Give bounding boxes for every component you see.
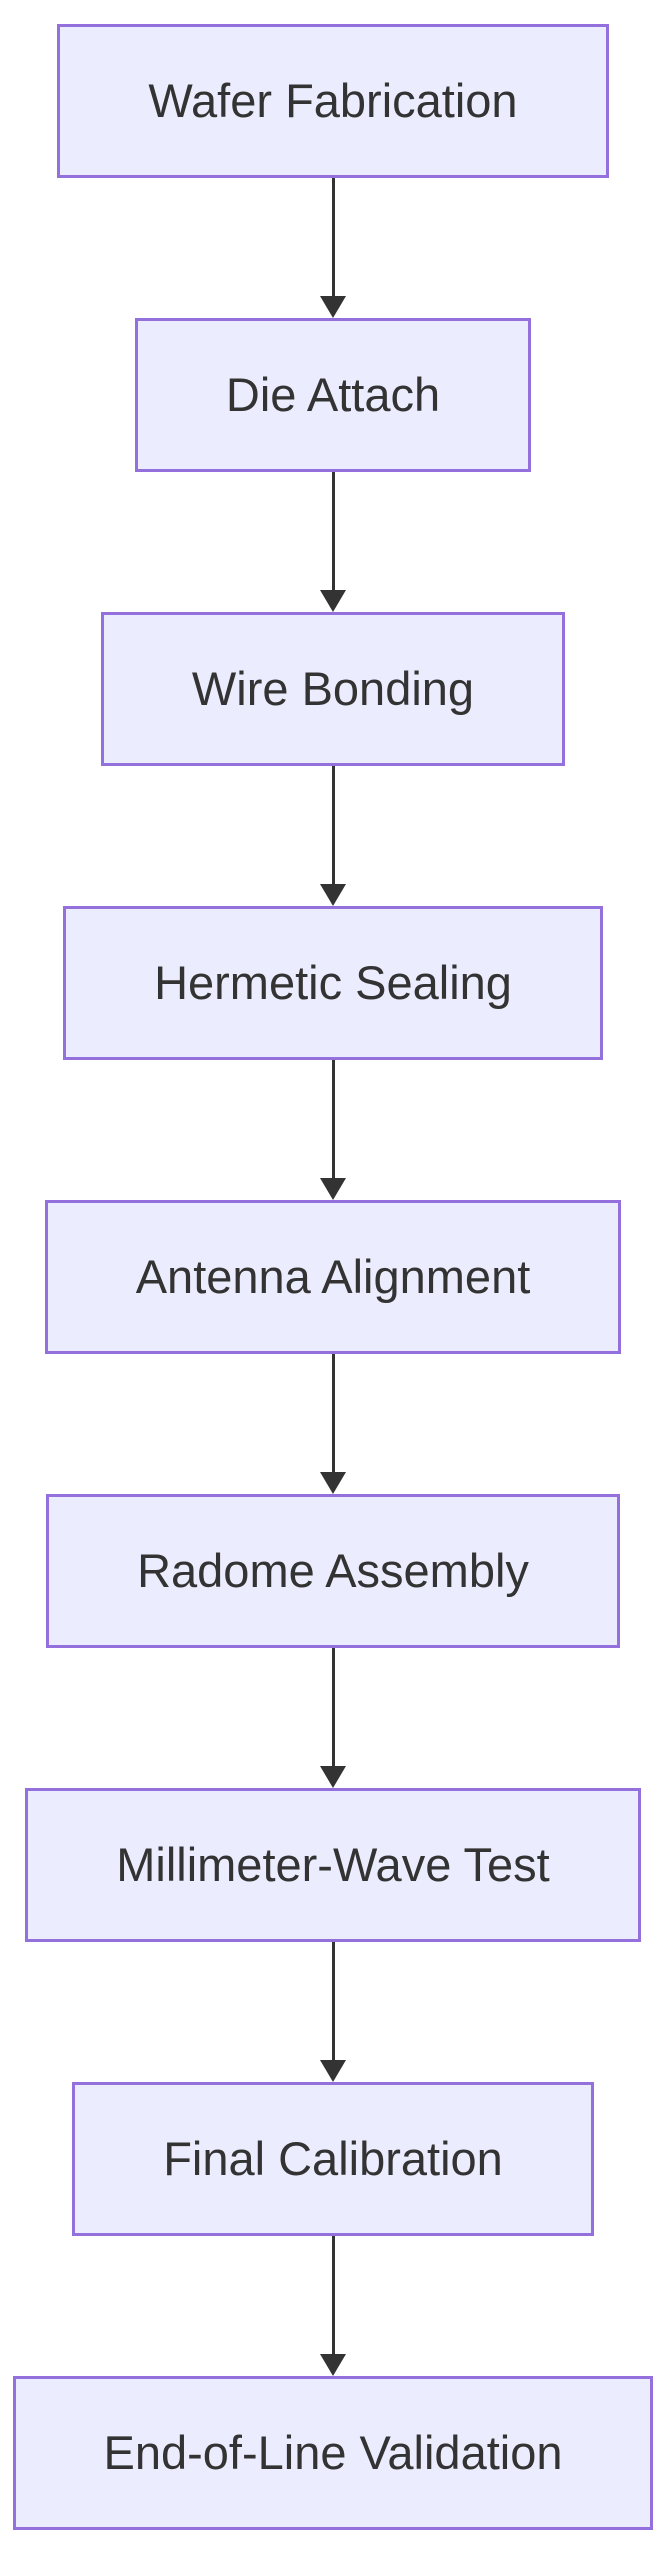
flow-edge-radome-assembly-to-millimeter-wave-test: [313, 1648, 353, 1788]
flow-node-end-of-line-validation: End-of-Line Validation: [12, 2376, 654, 2530]
flow-node-label: Wafer Fabrication: [148, 73, 518, 127]
flow-node-hermetic-sealing: Hermetic Sealing: [63, 906, 603, 1060]
flow-node-wire-bonding: Wire Bonding: [100, 612, 566, 766]
edge-line: [331, 472, 335, 596]
edge-line: [331, 2236, 335, 2360]
edge-line: [331, 1354, 335, 1478]
flow-node-label: Millimeter-Wave Test: [116, 1837, 550, 1891]
arrowhead-icon: [320, 1178, 346, 1200]
flow-node-label: Hermetic Sealing: [154, 955, 512, 1009]
arrowhead-icon: [320, 1766, 346, 1788]
arrowhead-icon: [320, 1472, 346, 1494]
flow-node-radome-assembly: Radome Assembly: [46, 1494, 620, 1648]
flow-edge-hermetic-sealing-to-antenna-alignment: [313, 1060, 353, 1200]
edge-line: [331, 1060, 335, 1184]
arrowhead-icon: [320, 884, 346, 906]
flow-edge-final-calibration-to-end-of-line-validation: [313, 2236, 353, 2376]
flow-node-die-attach: Die Attach: [134, 318, 532, 472]
flow-edge-wafer-fabrication-to-die-attach: [313, 178, 353, 318]
flow-node-label: Antenna Alignment: [135, 1249, 531, 1303]
flow-edge-wire-bonding-to-hermetic-sealing: [313, 766, 353, 906]
edge-line: [331, 1648, 335, 1772]
edge-line: [331, 766, 335, 890]
arrowhead-icon: [320, 590, 346, 612]
flow-node-wafer-fabrication: Wafer Fabrication: [57, 24, 609, 178]
flow-node-millimeter-wave-test: Millimeter-Wave Test: [25, 1788, 641, 1942]
flow-node-final-calibration: Final Calibration: [72, 2082, 594, 2236]
edge-line: [331, 178, 335, 302]
flow-edge-die-attach-to-wire-bonding: [313, 472, 353, 612]
flow-node-label: Die Attach: [225, 367, 441, 421]
flow-node-antenna-alignment: Antenna Alignment: [44, 1200, 622, 1354]
arrowhead-icon: [320, 296, 346, 318]
flow-node-label: Radome Assembly: [137, 1543, 529, 1597]
arrowhead-icon: [320, 2060, 346, 2082]
flow-node-label: Final Calibration: [163, 2131, 503, 2185]
arrowhead-icon: [320, 2354, 346, 2376]
flow-edge-millimeter-wave-test-to-final-calibration: [313, 1942, 353, 2082]
flow-node-label: End-of-Line Validation: [103, 2425, 563, 2479]
edge-line: [331, 1942, 335, 2066]
flow-edge-antenna-alignment-to-radome-assembly: [313, 1354, 353, 1494]
flow-node-label: Wire Bonding: [191, 661, 475, 715]
